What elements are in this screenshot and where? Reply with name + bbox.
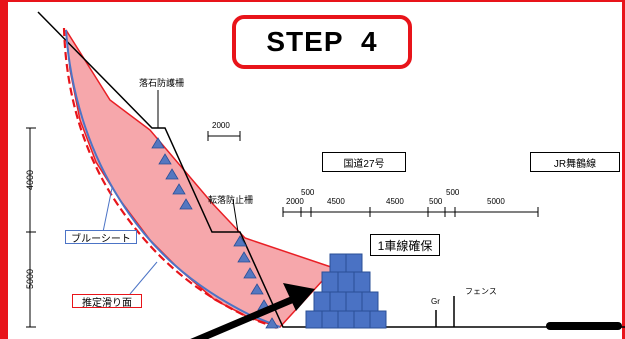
slip-surface-leader xyxy=(129,261,158,295)
step-title: STEP 4 xyxy=(232,15,412,69)
top-dimension-line xyxy=(207,131,241,141)
dim-500-a: 500 xyxy=(301,188,315,197)
one-lane-label: 1車線確保 xyxy=(370,234,440,256)
jr-line-label: JR舞鶴線 xyxy=(530,152,620,172)
fall-fence-leader xyxy=(232,199,239,233)
blue-sheet-label: ブルーシート xyxy=(65,230,137,245)
fence-label: フェンス xyxy=(465,287,497,296)
dim-4500-b: 4500 xyxy=(386,197,404,206)
upper-slope-markers xyxy=(151,137,193,210)
frame-top xyxy=(0,0,625,2)
guardrail-label: Gr xyxy=(431,297,440,306)
sandbag-pile xyxy=(305,253,387,329)
dim-2000: 2000 xyxy=(286,197,304,206)
dim-5000: 5000 xyxy=(487,197,505,206)
road-dimension-line xyxy=(282,207,539,217)
dim-500-c: 500 xyxy=(446,188,460,197)
left-dim-5000: 5000 xyxy=(25,268,36,290)
dim-500-b: 500 xyxy=(429,197,443,206)
rockfall-fence-label: 落石防護柵 xyxy=(139,78,185,88)
frame-left xyxy=(0,0,8,339)
left-dim-4000: 4000 xyxy=(25,169,36,191)
blue-sheet-line xyxy=(65,29,281,328)
slope-line xyxy=(37,11,625,328)
rail-marker xyxy=(546,322,622,330)
placement-arrow-icon xyxy=(190,283,315,339)
left-dimension-line xyxy=(26,127,36,328)
frame-right xyxy=(622,0,625,339)
fall-fence-label: 転落防止柵 xyxy=(208,195,254,205)
slip-surface-label: 推定滑り面 xyxy=(72,294,142,309)
national-route-label: 国道27号 xyxy=(322,152,406,172)
slip-surface-line xyxy=(62,27,281,331)
dim-4500-a: 4500 xyxy=(327,197,345,206)
blue-sheet-leader xyxy=(102,187,113,233)
slide-mass-area xyxy=(65,29,336,328)
top-dim-2000: 2000 xyxy=(212,121,230,130)
